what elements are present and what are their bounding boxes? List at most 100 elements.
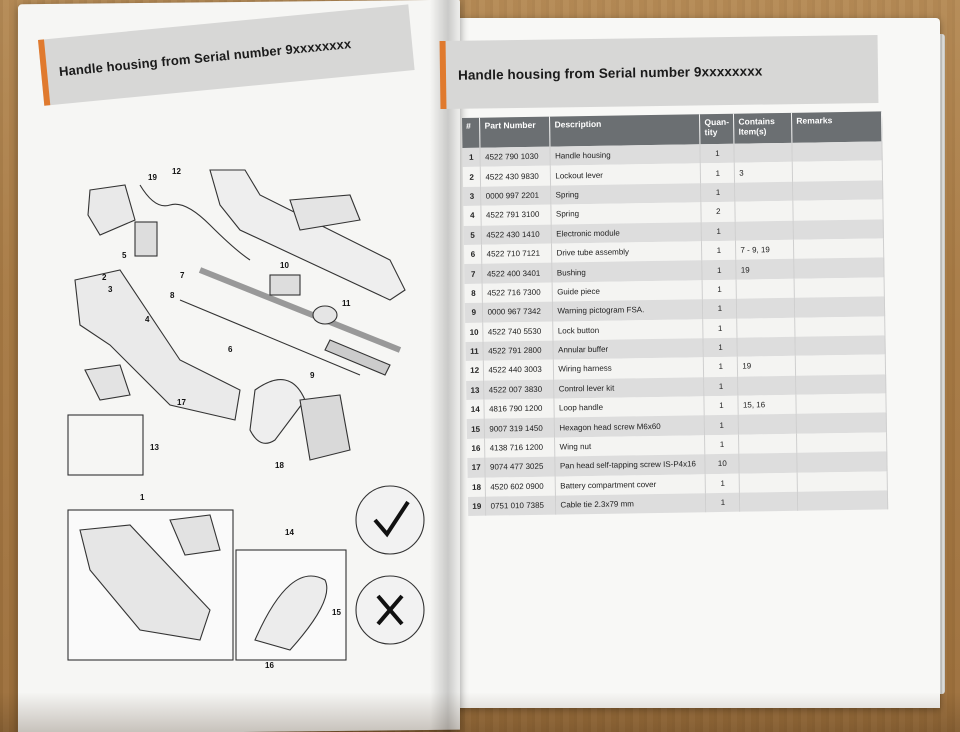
parts-list-table: # Part Number Description Quan-tity Cont… bbox=[462, 111, 888, 517]
cell-index: 13 bbox=[466, 380, 485, 401]
cell-quantity: 1 bbox=[702, 279, 737, 300]
cell-remarks bbox=[793, 238, 884, 260]
cell-remarks bbox=[796, 393, 887, 415]
cell-quantity: 1 bbox=[700, 143, 735, 164]
cell-contains bbox=[739, 491, 798, 513]
cell-part-number: 4816 790 1200 bbox=[484, 398, 555, 420]
cell-part-number: 0000 997 2201 bbox=[481, 185, 552, 206]
cell-index: 9 bbox=[464, 302, 484, 323]
cell-remarks bbox=[796, 432, 887, 454]
cell-description: Lock button bbox=[553, 318, 704, 341]
cell-description: Drive tube assembly bbox=[551, 241, 703, 263]
cell-part-number: 4522 790 1030 bbox=[480, 146, 551, 168]
cell-index: 5 bbox=[463, 225, 482, 245]
cell-remarks bbox=[795, 354, 886, 376]
cell-description: Spring bbox=[551, 202, 702, 225]
cell-quantity: 1 bbox=[702, 260, 737, 280]
callout-label: 2 bbox=[102, 273, 107, 282]
callout-label: 4 bbox=[145, 315, 150, 324]
header-accent-bar bbox=[439, 40, 447, 110]
cell-part-number: 4522 400 3401 bbox=[482, 262, 553, 284]
cell-index: 4 bbox=[463, 205, 482, 226]
cell-remarks bbox=[796, 412, 887, 434]
battery-cover-part bbox=[299, 394, 351, 461]
cell-part-number: 4522 430 1410 bbox=[481, 224, 552, 245]
cell-contains: 3 bbox=[734, 162, 793, 183]
cover-part bbox=[87, 184, 136, 236]
cell-part-number: 4522 716 7300 bbox=[482, 282, 553, 303]
cell-part-number: 4522 440 3003 bbox=[483, 359, 555, 381]
cell-contains bbox=[736, 278, 795, 299]
cell-remarks bbox=[795, 335, 886, 357]
cell-index: 11 bbox=[465, 341, 484, 362]
left-page-title: Handle housing from Serial number 9xxxxx… bbox=[58, 35, 352, 79]
cell-quantity: 1 bbox=[703, 356, 738, 377]
cell-remarks bbox=[794, 296, 885, 318]
cell-remarks bbox=[797, 471, 888, 492]
column-header-quantity: Quan-tity bbox=[699, 113, 735, 145]
cell-description: Annular buffer bbox=[553, 338, 704, 360]
cell-index: 10 bbox=[465, 322, 484, 342]
parts-table-container: # Part Number Description Quan-tity Cont… bbox=[462, 111, 888, 517]
cell-quantity: 1 bbox=[701, 240, 737, 261]
cell-contains: 19 bbox=[736, 259, 795, 280]
callout-label: 9 bbox=[310, 371, 315, 380]
cell-remarks bbox=[794, 277, 885, 298]
right-page-title: Handle housing from Serial number 9xxxxx… bbox=[457, 63, 763, 83]
callout-label: 7 bbox=[180, 271, 185, 280]
cell-part-number: 4522 740 5530 bbox=[483, 321, 554, 342]
cell-index: 3 bbox=[463, 186, 482, 207]
lock-button-part bbox=[269, 274, 301, 296]
right-page-header: Handle housing from Serial number 9xxxxx… bbox=[439, 34, 879, 110]
cell-index: 17 bbox=[467, 457, 486, 478]
column-header-part-number: Part Number bbox=[479, 116, 551, 148]
callout-label: 3 bbox=[108, 285, 113, 294]
cell-description: Warning pictogram FSA. bbox=[552, 299, 704, 322]
callout-label: 16 bbox=[265, 661, 274, 670]
cell-index: 15 bbox=[466, 419, 486, 439]
cell-description: Handle housing bbox=[550, 144, 701, 167]
callout-label: 11 bbox=[342, 299, 351, 308]
cell-part-number: 4522 430 9830 bbox=[480, 166, 551, 187]
callout-label: 1 bbox=[140, 493, 145, 502]
cell-remarks bbox=[793, 199, 884, 221]
cell-remarks bbox=[794, 257, 885, 279]
book-gutter bbox=[430, 0, 470, 732]
cell-quantity: 1 bbox=[701, 221, 736, 242]
column-header-remarks: Remarks bbox=[791, 111, 882, 143]
cell-remarks bbox=[792, 160, 883, 182]
cell-part-number: 4522 007 3830 bbox=[484, 379, 555, 400]
exploded-parts-diagram: 19 12 5 2 3 4 7 8 10 11 6 9 17 13 18 1 1… bbox=[67, 167, 425, 670]
cell-index: 6 bbox=[463, 244, 483, 265]
control-lever-kit-box bbox=[67, 414, 144, 476]
cell-description: Electronic module bbox=[551, 221, 702, 244]
cell-remarks bbox=[793, 218, 884, 240]
cell-quantity: 1 bbox=[703, 376, 739, 397]
cell-description: Wing nut bbox=[554, 435, 706, 457]
cell-part-number: 4522 791 2800 bbox=[483, 340, 554, 361]
cell-quantity: 1 bbox=[704, 415, 739, 436]
cell-contains bbox=[734, 181, 794, 202]
cell-remarks bbox=[797, 451, 888, 473]
cell-description: Hexagon head screw M6x60 bbox=[554, 415, 705, 438]
handle-housing-half-part bbox=[74, 269, 241, 421]
drive-tube-part bbox=[198, 267, 402, 353]
cell-index: 1 bbox=[462, 147, 481, 168]
callout-label: 14 bbox=[285, 528, 294, 537]
bottom-shadow bbox=[0, 692, 960, 732]
electronic-module-part bbox=[134, 221, 158, 257]
cell-contains bbox=[737, 375, 797, 396]
cell-contains bbox=[734, 142, 793, 164]
check-icon bbox=[373, 500, 410, 538]
cell-contains bbox=[739, 472, 798, 493]
cell-remarks bbox=[792, 180, 883, 201]
callout-label: 10 bbox=[280, 261, 289, 270]
cell-index: 19 bbox=[467, 496, 487, 517]
callout-label: 6 bbox=[228, 345, 233, 354]
cell-index: 2 bbox=[462, 167, 482, 187]
callout-label: 18 bbox=[275, 461, 284, 470]
cell-part-number: 9007 319 1450 bbox=[484, 418, 555, 439]
cell-description: Battery compartment cover bbox=[555, 473, 706, 496]
column-header-index: # bbox=[462, 117, 481, 148]
